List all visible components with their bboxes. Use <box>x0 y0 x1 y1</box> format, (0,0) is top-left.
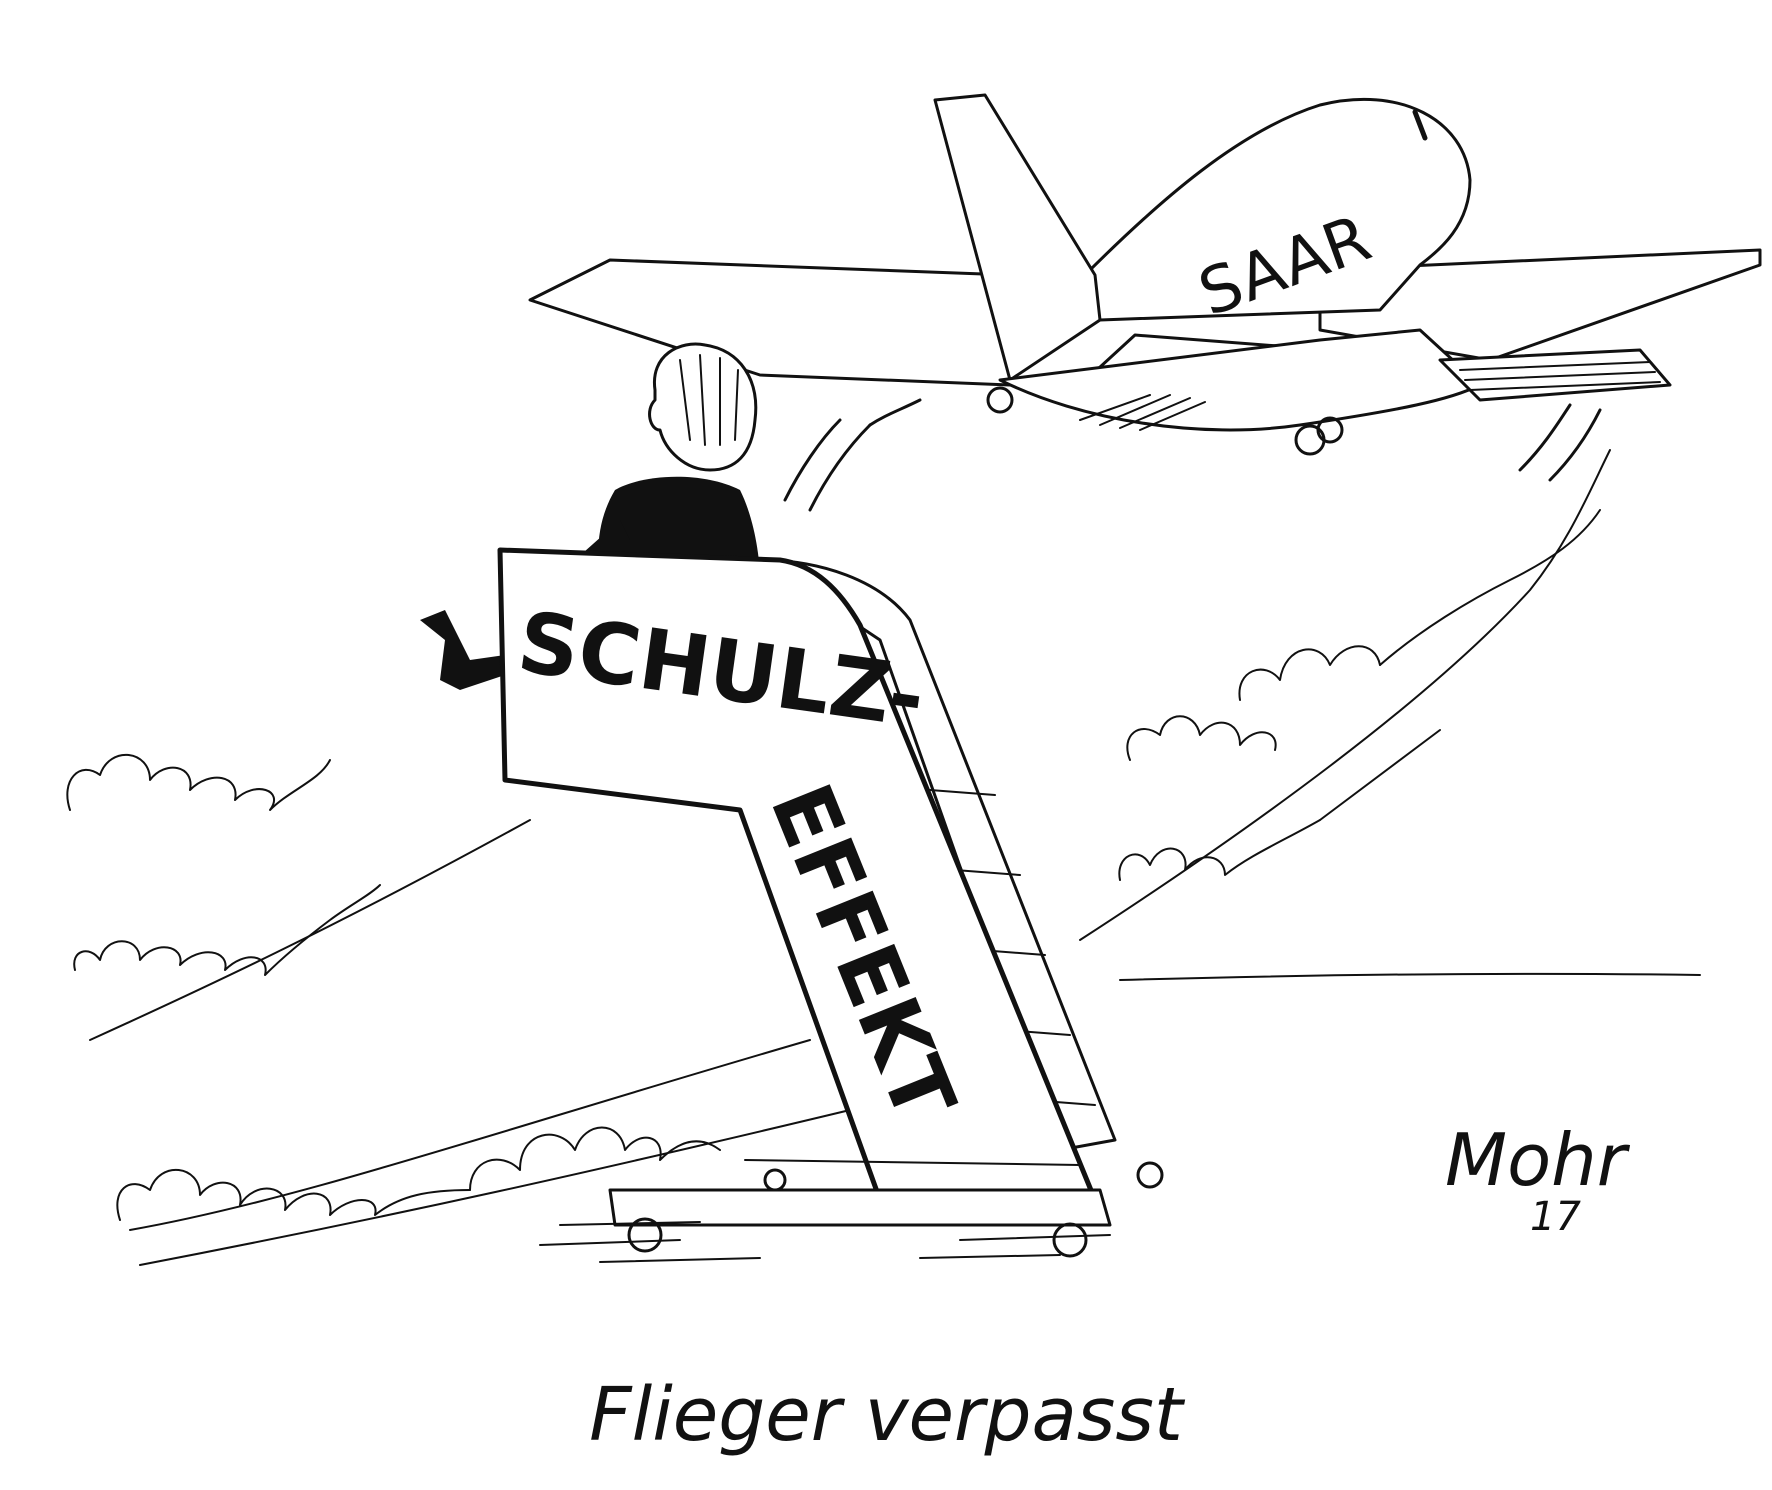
signature-name: Mohr <box>1445 1118 1631 1202</box>
artist-signature: Mohr 17 <box>1445 1118 1631 1240</box>
airplane-contrails <box>783 398 1602 512</box>
cartoon-caption: Flieger verpasst <box>589 1372 1186 1458</box>
signature-year: 17 <box>1530 1194 1581 1240</box>
man-figure <box>420 342 760 690</box>
airplane: SAAR <box>528 93 1762 456</box>
gangway-stairs: SCHULZ- EFFEKT <box>497 547 1164 1263</box>
background-clouds <box>66 449 1701 1266</box>
